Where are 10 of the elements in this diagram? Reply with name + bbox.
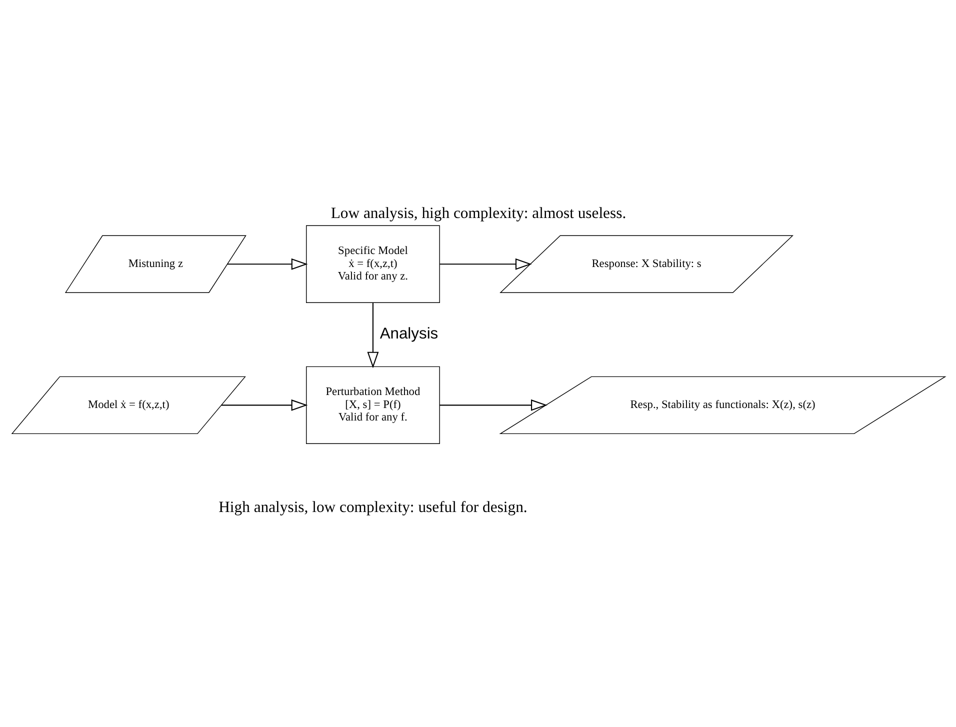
diagram-title: Low analysis, high complexity: almost useless.	[330, 205, 626, 222]
node-box: Perturbation Method [X, s] = P(f) Valid for any f.	[306, 366, 440, 444]
arrow	[439, 399, 547, 411]
arrow	[366, 302, 378, 368]
arrow	[220, 399, 308, 411]
edge-label: Analysis	[379, 326, 438, 343]
arrow	[439, 258, 532, 270]
arrow	[226, 258, 308, 270]
node-box: Specific Model ẋ = f(x,z,t) Valid for any z.	[306, 225, 440, 303]
caption: High analysis, low complexity: useful for design.	[218, 498, 527, 516]
